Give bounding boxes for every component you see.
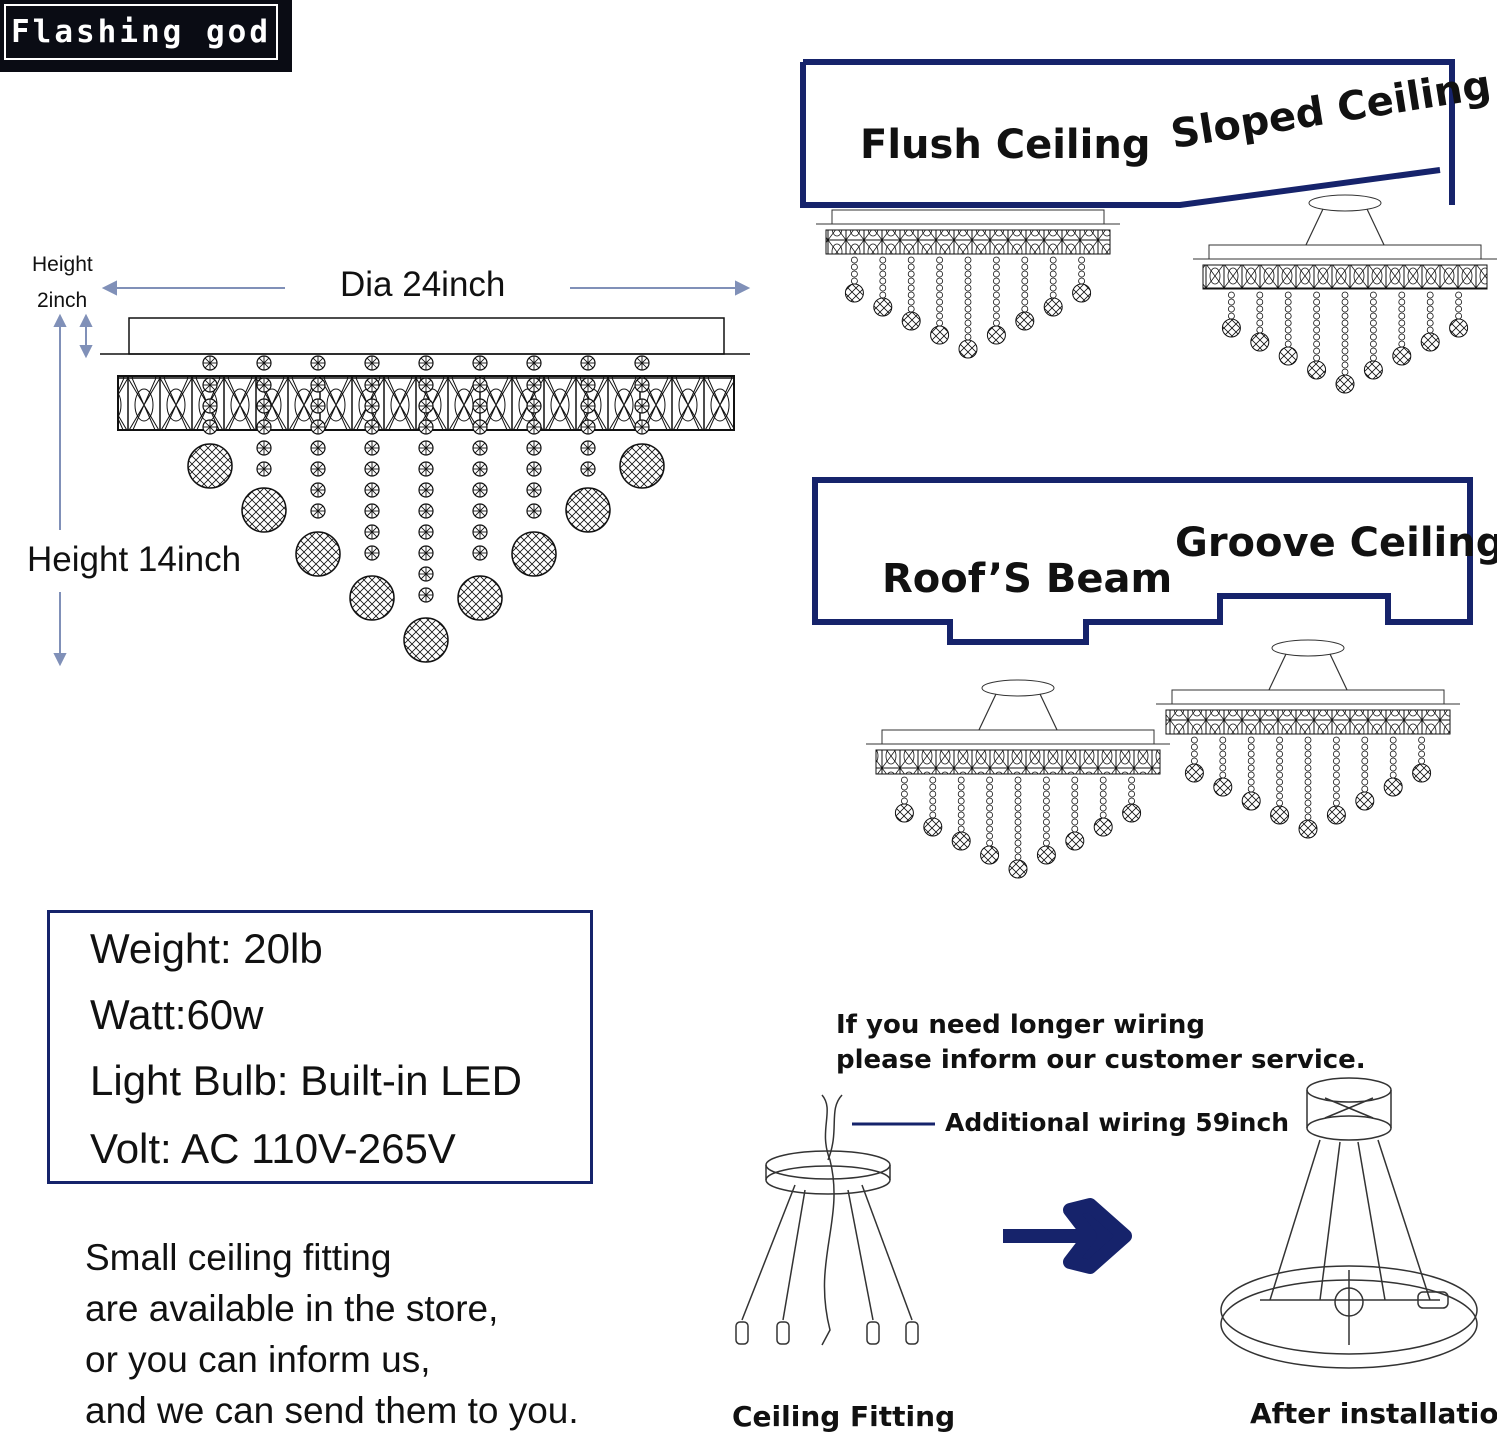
height-top-label: Height <box>32 253 93 276</box>
note-line-1: Small ceiling fitting <box>85 1237 392 1278</box>
note-line-4: and we can send them to you. <box>85 1390 579 1431</box>
beam-groove-frame <box>812 477 1473 645</box>
crystal-strands <box>187 355 665 663</box>
canopy <box>128 317 725 355</box>
flush-ceiling-label: Flush Ceiling <box>860 122 1151 168</box>
wiring-note-line-1: If you need longer wiring <box>836 1010 1206 1040</box>
diameter-label: Dia 24inch <box>340 265 506 304</box>
mini-chandeliers <box>816 194 1497 879</box>
after-installation-illustration <box>1220 1077 1478 1369</box>
dimension-lines <box>53 280 751 667</box>
spec-watt: Watt:60w <box>90 991 264 1038</box>
ceiling-fitting-caption: Ceiling Fitting <box>732 1400 956 1433</box>
groove-ceiling-label: Groove Ceiling <box>1175 520 1497 566</box>
spec-box: Weight: 20lb Watt:60w Light Bulb: Built-… <box>47 910 593 1184</box>
ceiling-fitting-illustration <box>735 1094 919 1346</box>
note-line-3: or you can inform us, <box>85 1339 431 1380</box>
logo-text: Flashing god <box>4 4 278 60</box>
spec-volt: Volt: AC 110V-265V <box>90 1125 456 1172</box>
wiring-note-line-2: please inform our customer service. <box>836 1045 1366 1075</box>
note-line-2: are available in the store, <box>85 1288 499 1329</box>
additional-wiring-label: Additional wiring 59inch <box>945 1108 1290 1137</box>
height-total-label: Height 14inch <box>27 540 242 579</box>
arrow-right-icon <box>1003 1198 1132 1274</box>
height-top-value: 2inch <box>37 289 88 312</box>
brand-logo: Flashing god <box>0 0 292 72</box>
roof-beam-label: Roof’S Beam <box>882 556 1173 602</box>
after-installation-caption: After installation <box>1250 1397 1497 1430</box>
spec-weight: Weight: 20lb <box>90 925 323 972</box>
spec-bulb: Light Bulb: Built-in LED <box>90 1057 522 1104</box>
